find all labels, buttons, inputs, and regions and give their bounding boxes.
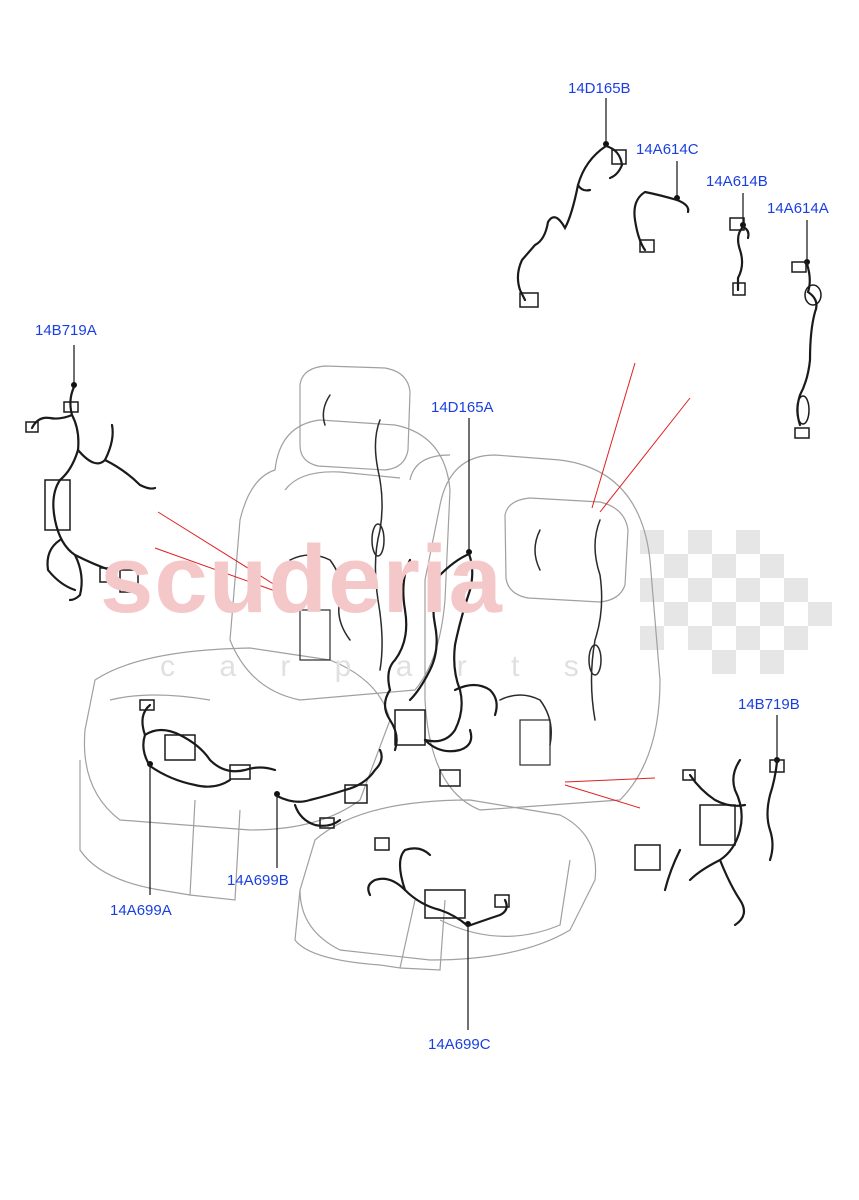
seat-outline <box>79 365 661 971</box>
harness-14A699B <box>275 748 383 829</box>
harness-14D165A <box>383 552 498 787</box>
harness-left-backrest <box>289 394 385 671</box>
callout-14D165B[interactable]: 14D165B <box>568 80 631 97</box>
harness-14B719B <box>634 758 785 927</box>
callout-14A614C[interactable]: 14A614C <box>636 141 699 158</box>
harness-14B719A <box>25 385 157 602</box>
harness-14D165B <box>516 144 627 308</box>
checkered-flag-watermark <box>640 530 832 674</box>
callout-14A614B[interactable]: 14A614B <box>706 173 768 190</box>
callout-14A699B[interactable]: 14A699B <box>227 872 289 889</box>
harness-right-backrest <box>499 519 603 766</box>
harness-14A614B <box>729 217 750 296</box>
callout-14A614A[interactable]: 14A614A <box>767 200 829 217</box>
callout-pointers <box>73 98 808 1030</box>
callout-14A699C[interactable]: 14A699C <box>428 1036 491 1053</box>
leader-lines <box>154 362 691 809</box>
harness-14A614C <box>633 190 690 253</box>
harness-14A614A <box>791 261 822 439</box>
harness-14A699C <box>367 837 510 928</box>
callout-14D165A[interactable]: 14D165A <box>431 399 494 416</box>
callout-14A699A[interactable]: 14A699A <box>110 902 172 919</box>
callout-14B719A[interactable]: 14B719A <box>35 322 97 339</box>
harness-14A699A <box>139 699 277 788</box>
callout-14B719B[interactable]: 14B719B <box>738 696 800 713</box>
